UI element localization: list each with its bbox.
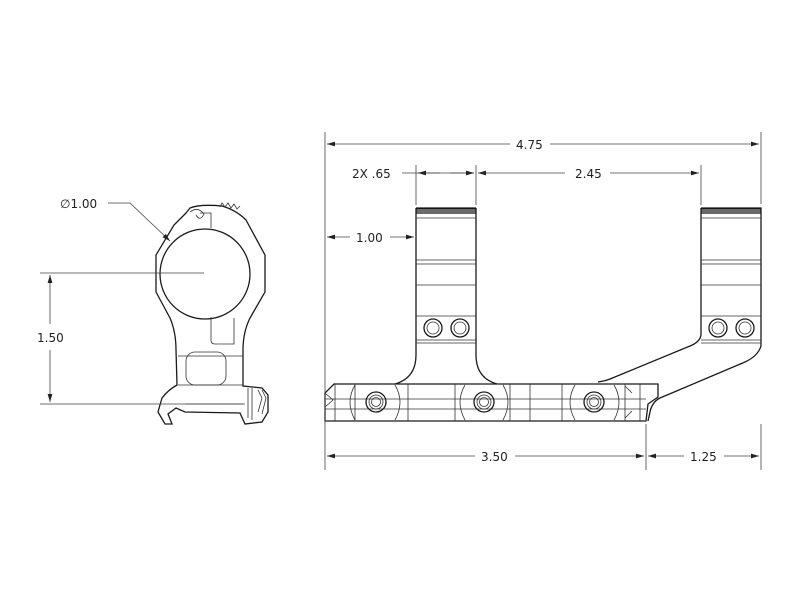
extension-lines: [324, 132, 762, 470]
overall-length-label: 4.75: [516, 138, 543, 152]
rear-ring-outline: [597, 207, 762, 422]
offset-label: 1.00: [356, 231, 383, 245]
side-view: 4.75 2X .65 2.45 1.00 3.50 1.25: [324, 132, 762, 470]
base-rail-details: [324, 384, 646, 421]
ring-spacing-label: 2.45: [575, 167, 602, 181]
ring-width-label: 2X .65: [352, 167, 391, 181]
clamp-slot: [210, 317, 235, 345]
ring-knurl: [219, 202, 241, 210]
front-view: 1.50 ∅1.00: [37, 197, 269, 425]
ring-screws: [423, 318, 755, 338]
diameter-leader: [108, 202, 171, 242]
extension-lines: [40, 272, 245, 405]
ring-cap-notch: [189, 209, 205, 219]
cross-bolt-recess: [185, 351, 227, 386]
base-rail-outline: [324, 383, 659, 422]
ring-bands: [416, 208, 761, 344]
ring-body-outline: [155, 204, 269, 425]
diameter-dimension-label: ∅1.00: [60, 197, 97, 211]
ring-cap-slot: [200, 212, 212, 228]
cantilever-label: 1.25: [690, 450, 717, 464]
front-ring-outline: [394, 207, 498, 385]
base-length-label: 3.50: [481, 450, 508, 464]
rail-clamp-details: [178, 355, 267, 420]
height-dimension-label: 1.50: [37, 331, 64, 345]
scope-bore-circle: [159, 228, 251, 320]
base-screws: [365, 391, 605, 413]
